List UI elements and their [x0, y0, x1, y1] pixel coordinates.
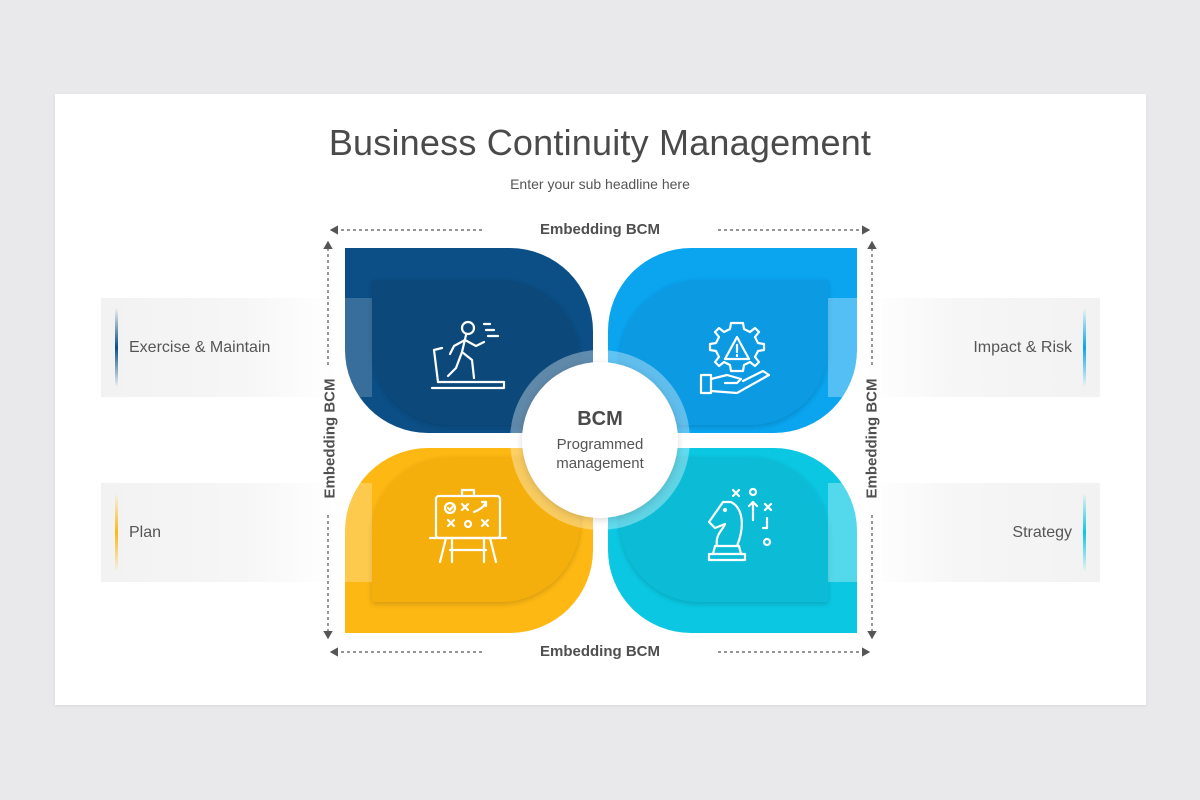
- accent-bar: [115, 493, 118, 572]
- page-subtitle: Enter your sub headline here: [510, 176, 690, 192]
- accent-bar: [1083, 308, 1086, 387]
- quadrant-top-left: [345, 248, 593, 433]
- side-label-exercise: Exercise & Maintain: [101, 298, 336, 397]
- center-text-line2: management: [556, 455, 644, 472]
- quadrant-top-right: [608, 248, 857, 433]
- accent-bar: [1083, 493, 1086, 572]
- quadrant-bottom-right: [608, 448, 857, 633]
- center-title: BCM: [577, 408, 623, 430]
- accent-bar: [115, 308, 118, 387]
- side-label-text: Plan: [129, 523, 162, 541]
- page-title: Business Continuity Management: [328, 122, 872, 163]
- side-label-strategy: Strategy: [865, 483, 1100, 582]
- side-label-text: Impact & Risk: [973, 338, 1072, 356]
- embedding-label-top: Embedding BCM: [540, 221, 660, 238]
- embedding-label-left: Embedding BCM: [321, 378, 339, 499]
- embedding-label-bottom: Embedding BCM: [540, 643, 660, 660]
- side-label-plan: Plan: [101, 483, 336, 582]
- side-label-text: Strategy: [1012, 523, 1072, 541]
- center-text-line1: Programmed: [556, 436, 644, 453]
- quadrant-bottom-left: [345, 448, 593, 633]
- treadmill-runner-icon: [430, 320, 506, 390]
- side-label-text: Exercise & Maintain: [129, 338, 271, 356]
- side-label-impact: Impact & Risk: [865, 298, 1100, 397]
- chess-knight-strategy-icon: [707, 487, 773, 562]
- strategy-board-icon: [428, 488, 508, 564]
- center-circle: BCM Programmed management: [522, 362, 678, 518]
- embedding-label-right: Embedding BCM: [863, 378, 881, 499]
- gear-warning-hand-icon: [699, 321, 771, 395]
